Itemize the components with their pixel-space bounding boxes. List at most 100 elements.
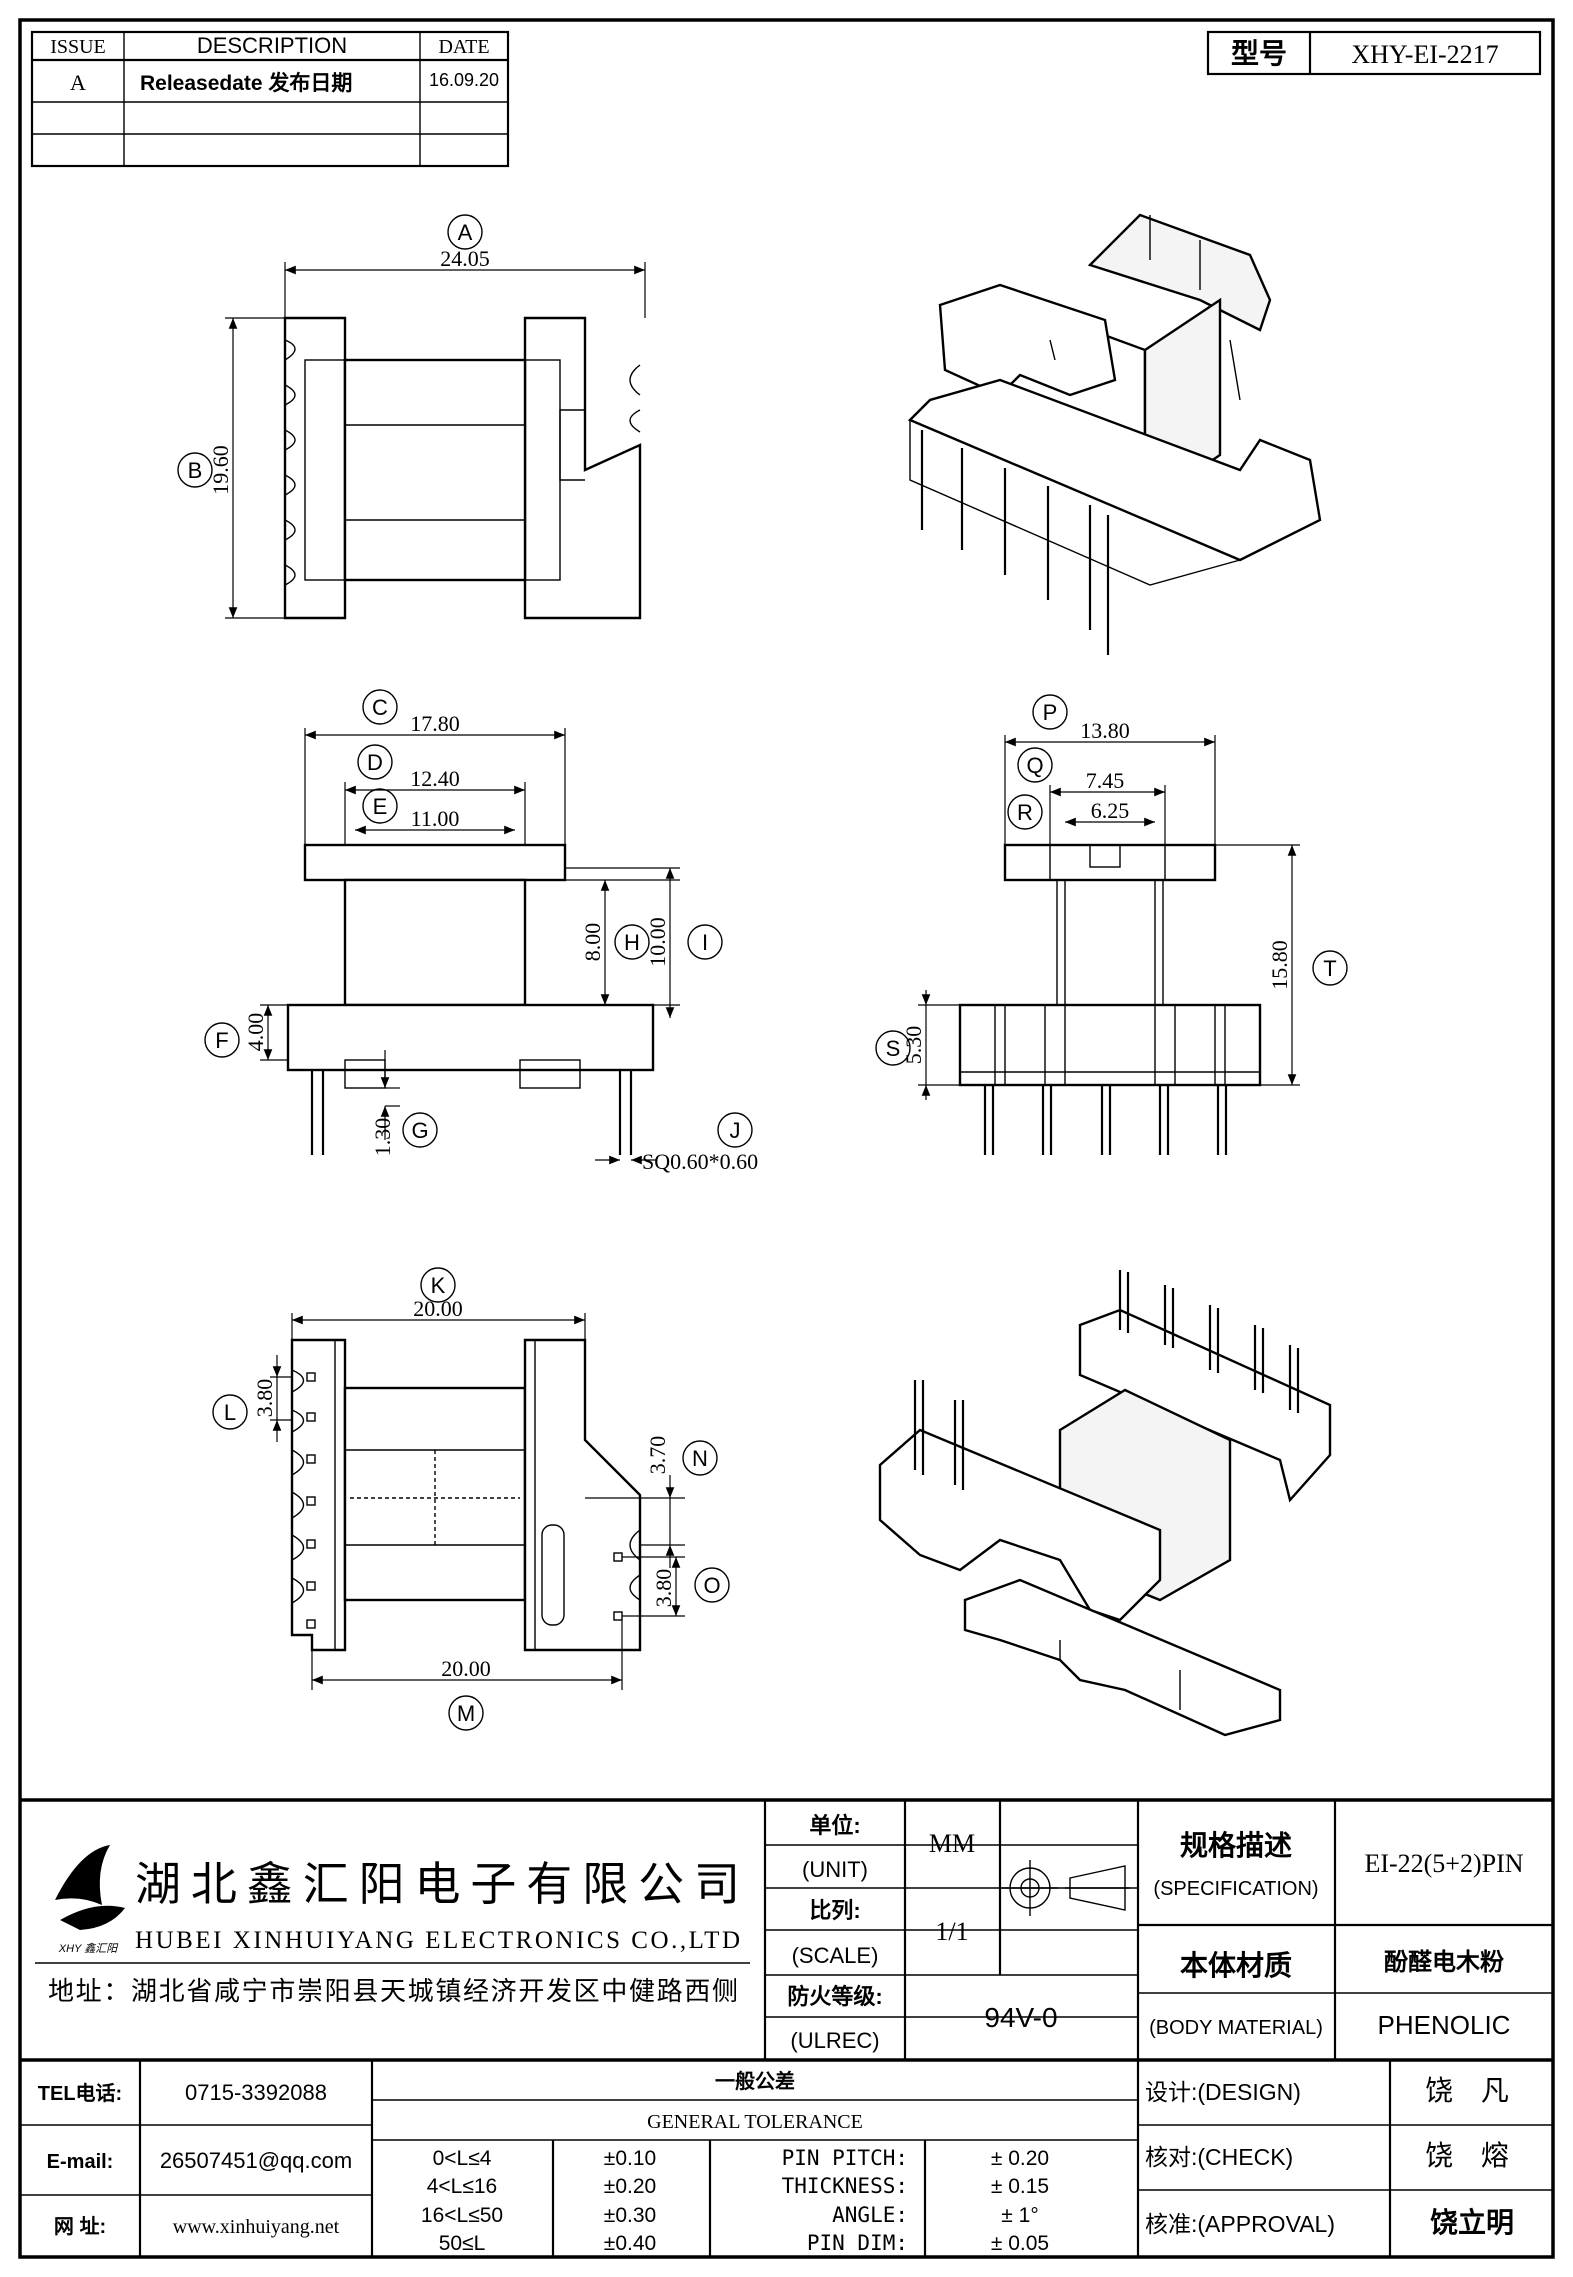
view-front: 17.80 C 12.40 D 11.00 E 8.00 H 10.00 I 4… <box>204 689 758 1174</box>
check-value: 饶 熔 <box>1425 2140 1519 2171</box>
svg-text:H: H <box>624 930 640 955</box>
rev-header-date: DATE <box>438 36 489 58</box>
company-address: 地址：湖北省咸宁市崇阳县天城镇经济开发区中健路西侧 <box>48 1976 738 2006</box>
svg-text:N: N <box>692 1446 708 1471</box>
svg-text:A: A <box>458 220 473 245</box>
material-label-en: (BODY MATERIAL) <box>1149 2017 1323 2039</box>
dim-s-value: 5.30 <box>901 1026 926 1065</box>
tol-range: 4<L≤16 <box>427 2175 498 2198</box>
dim-o-value: 3.80 <box>651 1569 676 1608</box>
svg-text:I: I <box>702 930 708 955</box>
svg-text:E: E <box>373 794 388 819</box>
view-top: 24.05 A 19.60 B <box>177 214 646 620</box>
web-value: www.xinhuiyang.net <box>173 2216 340 2238</box>
tolerance-title-en: GENERAL TOLERANCE <box>647 2111 863 2133</box>
dim-q-value: 7.45 <box>1086 768 1125 793</box>
svg-text:O: O <box>703 1573 720 1598</box>
svg-text:G: G <box>411 1118 428 1143</box>
svg-text:S: S <box>886 1036 901 1061</box>
title-block: XHY 鑫汇阳 湖北鑫汇阳电子有限公司 HUBEI XINHUIYANG ELE… <box>20 1798 1553 2257</box>
rev-header-issue: ISSUE <box>50 36 106 58</box>
spec-label-cn: 规格描述 <box>1180 1830 1292 1861</box>
dim-p-value: 13.80 <box>1080 718 1130 743</box>
dim-t-value: 15.80 <box>1267 940 1292 990</box>
model-box: 型号 XHY-EI-2217 <box>1206 30 1542 76</box>
rev-header-description: DESCRIPTION <box>197 33 347 58</box>
view-iso-2 <box>878 1270 1332 1737</box>
dim-e-value: 11.00 <box>411 806 460 831</box>
scale-label-en: (SCALE) <box>792 1943 879 1968</box>
svg-text:J: J <box>730 1118 741 1143</box>
tol-range: 50≤L <box>439 2232 486 2255</box>
dim-m-value: 20.00 <box>441 1656 491 1681</box>
rev-row-date: 16.09.20 <box>429 70 499 90</box>
dim-d-value: 12.40 <box>410 766 460 791</box>
fire-label-cn: 防火等级: <box>787 1984 882 2009</box>
svg-text:F: F <box>215 1028 228 1053</box>
approval-label: 核准:(APPROVAL) <box>1145 2211 1335 2237</box>
fire-value: 94V-0 <box>984 2002 1057 2033</box>
unit-label-en: (UNIT) <box>802 1857 868 1882</box>
rev-row-issue: A <box>70 70 86 95</box>
unit-label-cn: 单位: <box>809 1813 860 1838</box>
special-value: ± 0.15 <box>991 2175 1049 2198</box>
dim-c-value: 17.80 <box>410 711 460 736</box>
svg-text:K: K <box>431 1273 446 1298</box>
view-iso-1 <box>907 213 1322 655</box>
svg-text:L: L <box>224 1400 236 1425</box>
scale-label-cn: 比列: <box>809 1898 860 1923</box>
dim-a-value: 24.05 <box>440 246 490 271</box>
svg-text:P: P <box>1043 700 1058 725</box>
special-label: ANGLE: <box>832 2203 908 2227</box>
unit-value: MM <box>929 1829 975 1858</box>
company-logo: XHY 鑫汇阳 <box>55 1845 125 1955</box>
tol-value: ±0.10 <box>604 2147 656 2170</box>
tol-range: 0<L≤4 <box>433 2147 492 2170</box>
special-value: ± 0.20 <box>991 2147 1049 2170</box>
check-label: 核对:(CHECK) <box>1145 2144 1293 2170</box>
spec-value: EI-22(5+2)PIN <box>1364 1849 1523 1878</box>
special-value: ± 0.05 <box>991 2232 1049 2255</box>
company-logo-text: XHY 鑫汇阳 <box>58 1942 119 1955</box>
tol-value: ±0.40 <box>604 2232 656 2255</box>
company-name-cn: 湖北鑫汇阳电子有限公司 <box>135 1858 740 1910</box>
svg-text:D: D <box>367 750 383 775</box>
svg-text:B: B <box>188 458 203 483</box>
sheet-border <box>18 18 1555 2259</box>
svg-text:C: C <box>372 695 388 720</box>
design-value: 饶 凡 <box>1425 2075 1519 2106</box>
rev-row-description: Releasedate 发布日期 <box>140 71 352 95</box>
tel-label: TEL电话: <box>38 2082 122 2105</box>
tol-range: 16<L≤50 <box>421 2204 503 2227</box>
material-value-cn: 酚醛电木粉 <box>1384 1949 1504 1976</box>
email-label: E-mail: <box>47 2151 114 2173</box>
model-label: 型号 <box>1231 38 1287 69</box>
tolerance-title-cn: 一般公差 <box>715 2069 795 2093</box>
svg-text:M: M <box>457 1701 475 1726</box>
special-value: ± 1° <box>1001 2204 1038 2227</box>
tol-value: ±0.20 <box>604 2175 656 2198</box>
design-label: 设计:(DESIGN) <box>1145 2079 1301 2105</box>
spec-label-en: (SPECIFICATION) <box>1153 1878 1318 1900</box>
material-label-cn: 本体材质 <box>1180 1950 1292 1981</box>
dim-i-value: 10.00 <box>645 917 670 967</box>
model-value: XHY-EI-2217 <box>1351 40 1498 69</box>
approval-value: 饶立明 <box>1430 2206 1514 2238</box>
view-side: 13.80 P 7.45 Q 6.25 R 15.80 T 5.30 S <box>875 694 1348 1155</box>
revision-table: ISSUE DESCRIPTION DATE A Releasedate 发布日… <box>30 30 510 168</box>
email-value: 26507451@qq.com <box>160 2148 352 2173</box>
view-bottom: 20.00 K 20.00 M 3.80 L 3.70 N 3.80 O <box>212 1267 730 1731</box>
dim-g-value: 1.30 <box>370 1118 395 1157</box>
dim-k-value: 20.00 <box>413 1296 463 1321</box>
dim-f-value: 4.00 <box>243 1013 268 1052</box>
svg-text:Q: Q <box>1026 753 1043 778</box>
dim-r-value: 6.25 <box>1091 798 1130 823</box>
svg-text:R: R <box>1017 800 1033 825</box>
company-name-en: HUBEI XINHUIYANG ELECTRONICS CO.,LTD <box>135 1927 740 1954</box>
special-label: PIN DIM: <box>807 2231 908 2255</box>
tel-value: 0715-3392088 <box>185 2080 327 2105</box>
projection-symbol <box>1002 1860 1130 1916</box>
dim-n-value: 3.70 <box>645 1436 670 1475</box>
special-label: THICKNESS: <box>782 2174 908 2198</box>
